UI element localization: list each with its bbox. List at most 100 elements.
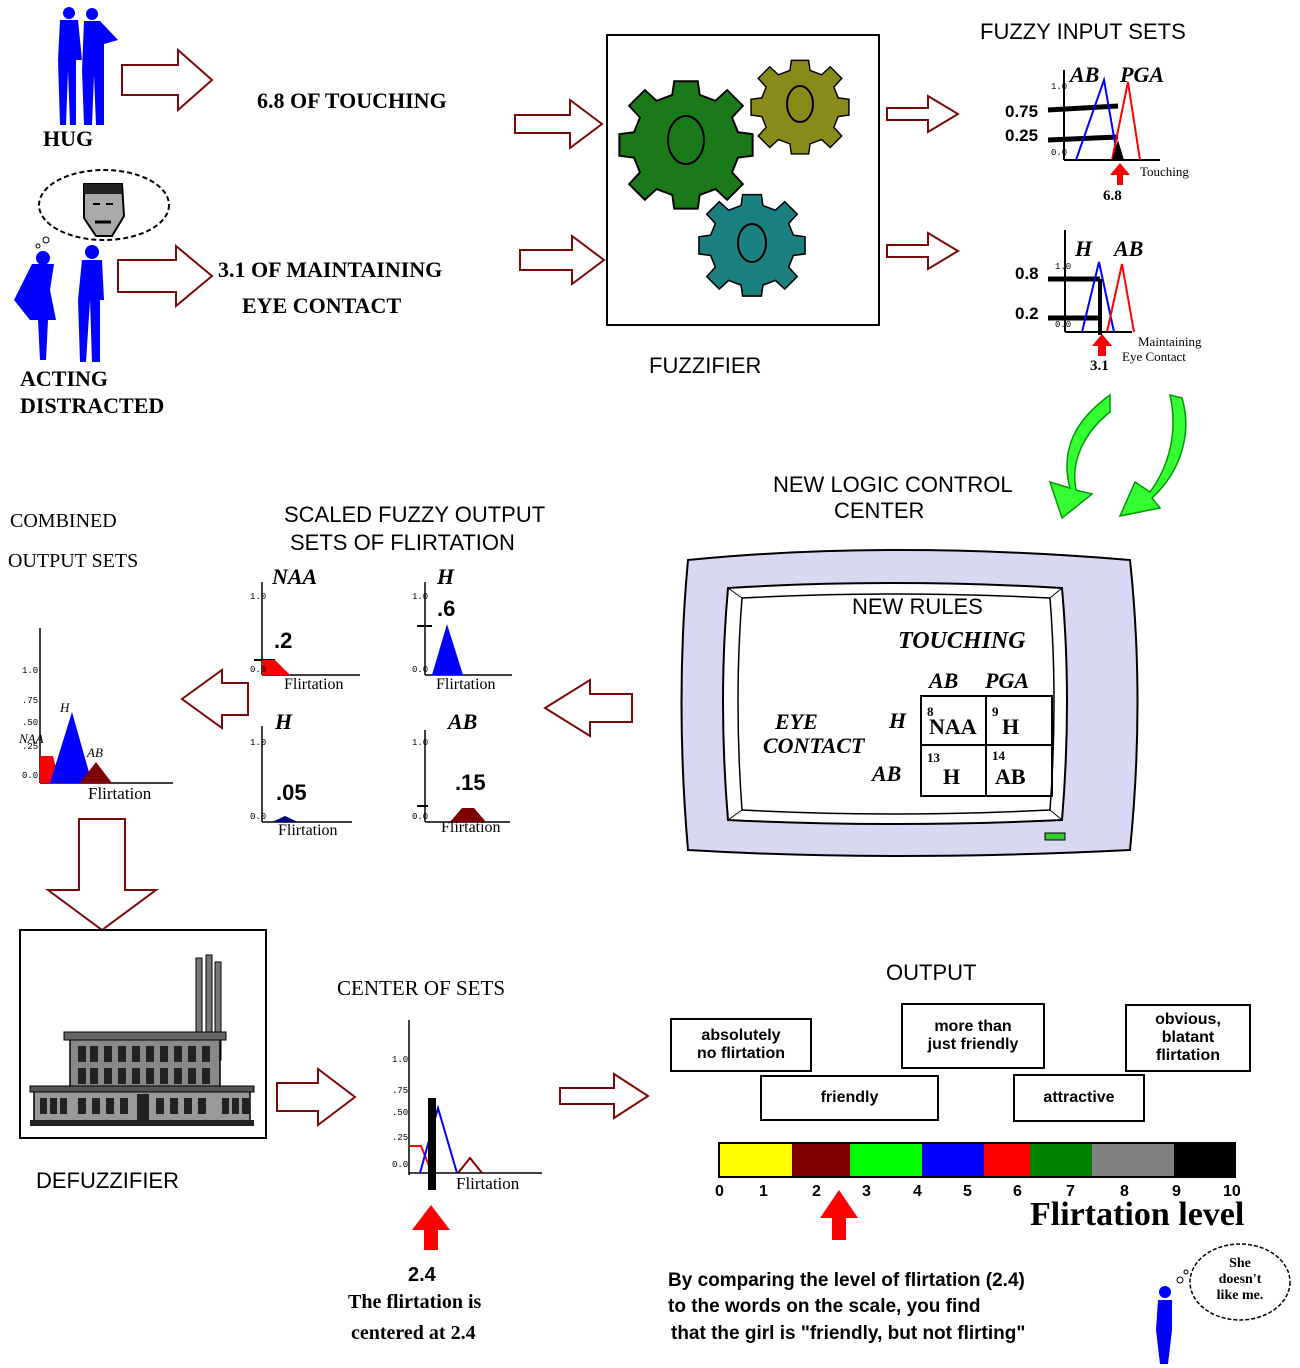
monitor-frame	[680, 549, 1139, 857]
scale-segment	[792, 1144, 850, 1176]
label-attractive: attractive	[1013, 1074, 1145, 1122]
label-line: no flirtation	[697, 1045, 785, 1062]
eye-contact-input-graph	[1048, 230, 1135, 356]
rule-table-grid	[920, 695, 1053, 797]
touching-tick-zero: 0.0	[1051, 148, 1068, 158]
label-line: attractive	[1043, 1089, 1115, 1106]
eye-header-line2: CONTACT	[763, 733, 865, 758]
panel-set-label: AB	[448, 709, 478, 734]
combined-set-ab: AB	[87, 745, 103, 760]
label-line: friendly	[820, 1089, 879, 1106]
panel-axis-label: Flirtation	[278, 822, 338, 839]
hug-people-icon	[58, 7, 118, 125]
combined-set-naa: NAA	[19, 731, 44, 746]
eye-level-low: 0.2	[1015, 304, 1039, 323]
touching-tick-top: 1.0	[1051, 82, 1068, 92]
label-line: just friendly	[927, 1036, 1019, 1053]
scale-tick: 2	[812, 1183, 821, 1200]
touching-level-low: 0.25	[1005, 126, 1039, 145]
label-line: more than	[934, 1018, 1012, 1035]
combined-tick: 1.0	[22, 666, 39, 676]
eye-set-ab: AB	[1114, 236, 1144, 261]
col-header-pga: PGA	[985, 668, 1029, 693]
center-tick: .75	[392, 1086, 409, 1096]
scale-segment	[984, 1144, 1030, 1176]
scale-tick: 4	[913, 1183, 922, 1200]
thought-line: She	[1229, 1256, 1251, 1271]
scale-tick: 6	[1013, 1183, 1022, 1200]
panel-set-label: H	[275, 709, 293, 734]
flow-arrows	[44, 47, 960, 1128]
rule-cell-number: 9	[992, 704, 999, 719]
logic-center-title-line1: NEW LOGIC CONTROL	[773, 472, 1013, 497]
scale-segment	[922, 1144, 984, 1176]
panel-set-label: H	[437, 564, 455, 589]
panel-level: .2	[274, 628, 293, 653]
eye-set-h: H	[1075, 236, 1093, 261]
combined-axis-label: Flirtation	[88, 784, 152, 803]
conclusion-line3: that the girl is "friendly, but not flir…	[671, 1323, 1026, 1344]
touching-header: TOUCHING	[898, 628, 1026, 654]
touching-set-ab: AB	[1070, 62, 1100, 87]
eye-axis-line1: Maintaining	[1138, 334, 1202, 349]
scaled-output-title-line1: SCALED FUZZY OUTPUT	[284, 502, 546, 527]
scale-segment	[720, 1144, 792, 1176]
scale-segment	[1092, 1144, 1174, 1176]
rule-cell-set: AB	[995, 764, 1026, 789]
label-line: flirtation	[1156, 1047, 1220, 1064]
combined-tick: .25	[22, 742, 39, 752]
scale-tick: 1	[759, 1183, 768, 1200]
eye-value-line2: EYE CONTACT	[242, 293, 402, 318]
panel-level: .15	[455, 770, 486, 795]
defuzzifier-label: DEFUZZIFIER	[36, 1168, 179, 1193]
panel-axis-label: Flirtation	[436, 676, 496, 693]
center-of-sets-chart	[408, 1020, 542, 1250]
eye-crisp-value: 3.1	[1090, 358, 1109, 374]
panel-set-label: NAA	[272, 564, 318, 589]
touching-value: 6.8 OF TOUCHING	[257, 88, 447, 113]
panel-level: .6	[437, 596, 456, 621]
combined-tick: .50	[22, 718, 39, 728]
fuzzifier-label: FUZZIFIER	[649, 353, 762, 378]
eye-tick-top: 1.0	[1055, 262, 1072, 272]
scaled-output-title-line2: SETS OF FLIRTATION	[290, 530, 515, 555]
distracted-label: DISTRACTED	[20, 393, 165, 418]
label-line: obvious,	[1155, 1011, 1221, 1028]
label-friendly: friendly	[760, 1075, 939, 1121]
rule-cell-number: 8	[927, 704, 934, 719]
eye-header-line1: EYE	[775, 709, 818, 734]
center-value: 2.4	[408, 1264, 436, 1286]
panel-tick-top: 1.0	[412, 738, 429, 748]
panel-tick-zero: 0.0	[250, 812, 267, 822]
panel-tick-zero: 0.0	[412, 665, 429, 675]
row-header-h: H	[889, 708, 907, 733]
eye-level-high: 0.8	[1015, 264, 1039, 283]
panel-tick-top: 1.0	[250, 738, 267, 748]
eye-value-line1: 3.1 OF MAINTAINING	[218, 257, 443, 282]
panel-axis-label: Flirtation	[441, 819, 501, 836]
combined-tick: .75	[22, 696, 39, 706]
rule-cell-set: H	[943, 764, 961, 789]
touching-input-graph	[1047, 70, 1160, 185]
rule-cell-number: 13	[927, 750, 940, 765]
panel-tick-zero: 0.0	[412, 812, 429, 822]
thought-text: She doesn't like me.	[1190, 1256, 1290, 1304]
center-caption-line2: centered at 2.4	[351, 1322, 476, 1344]
scale-tick: 9	[1172, 1183, 1181, 1200]
touching-set-pga: PGA	[1120, 62, 1164, 87]
scale-title: Flirtation level	[1030, 1196, 1245, 1233]
panel-axis-label: Flirtation	[284, 676, 344, 693]
col-header-ab: AB	[929, 668, 959, 693]
distracted-people-icon	[14, 245, 104, 362]
scale-segment	[1174, 1144, 1234, 1176]
logic-center-title-line2: CENTER	[834, 498, 925, 523]
panel-tick-zero: 0.0	[250, 665, 267, 675]
conclusion-line1: By comparing the level of flirtation (2.…	[668, 1270, 1025, 1291]
scale-segment	[850, 1144, 922, 1176]
scale-tick: 3	[862, 1183, 871, 1200]
flirtation-scale-bar	[718, 1142, 1236, 1178]
